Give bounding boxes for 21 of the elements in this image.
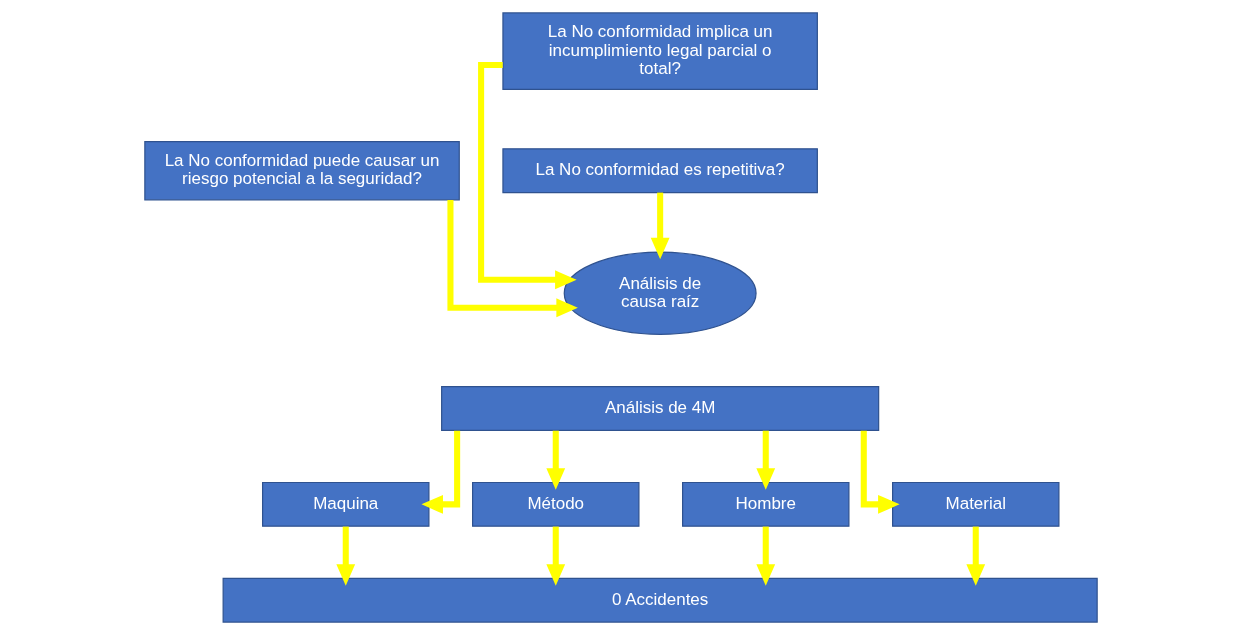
arrow	[650, 192, 670, 260]
node-ellipse: Análisis de causa raíz	[563, 251, 757, 335]
node-box: Material	[891, 481, 1059, 527]
node-box: La No conformidad puede causar un riesgo potencial a la seguridad?	[143, 140, 460, 201]
arrow	[335, 526, 355, 586]
arrow	[420, 430, 460, 514]
node-box: La No conformidad es repetitiva?	[501, 148, 818, 194]
node-box: 0 Accidentes	[222, 577, 1098, 623]
node-box: Análisis de 4M	[440, 386, 879, 431]
node-box: Hombre	[681, 481, 849, 527]
node-box: Método	[471, 481, 639, 527]
arrow	[446, 200, 578, 318]
arrow	[860, 430, 900, 514]
node-box: La No conformidad implica un incumplimiento legal parcial o total?	[501, 12, 818, 90]
arrow	[545, 526, 565, 586]
node-box: Maquina	[261, 481, 429, 527]
arrow	[545, 430, 565, 490]
arrow	[755, 430, 775, 490]
arrow	[755, 526, 775, 586]
arrow	[965, 526, 985, 586]
arrow	[477, 61, 577, 290]
